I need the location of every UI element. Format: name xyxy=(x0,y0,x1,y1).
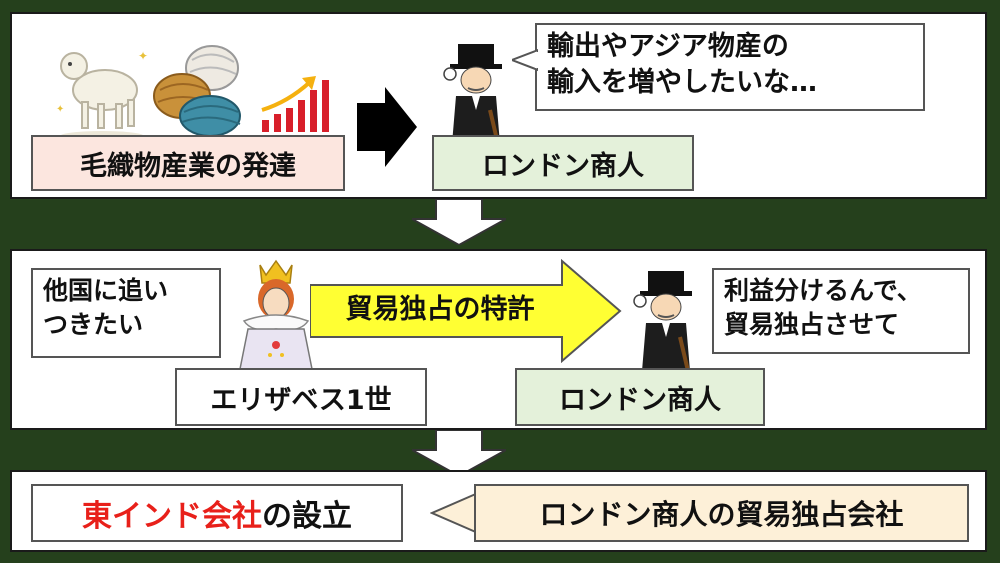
svg-text:✦: ✦ xyxy=(138,49,148,63)
queen-elizabeth-icon xyxy=(239,259,313,369)
cause-label: 毛織物産業の発達 xyxy=(31,135,345,191)
company-description: ロンドン商人の貿易独占会社 xyxy=(474,484,969,542)
queen-speech-line-1: 他国に追い xyxy=(43,276,169,305)
wool-yarn-icon xyxy=(153,45,241,137)
panel-monopoly-charter: 他国に追い つきたい エリザベス1世 貿易独占の特許 利益分けるんで、 貿易独占… xyxy=(10,249,987,430)
growth-chart-icon xyxy=(261,76,329,132)
merchant-speech-bubble-2: 利益分けるんで、 貿易独占させて xyxy=(712,268,970,354)
queen-label: エリザベス1世 xyxy=(175,368,427,426)
company-description-text: ロンドン商人の貿易独占会社 xyxy=(539,498,904,531)
merchant-label-text: ロンドン商人 xyxy=(482,150,644,182)
company-name: 東インド会社 xyxy=(82,499,262,534)
queen-speech-bubble: 他国に追い つきたい xyxy=(31,268,221,358)
merchant-label: ロンドン商人 xyxy=(432,135,694,191)
down-arrow-1-icon xyxy=(412,199,506,245)
right-arrow-icon xyxy=(357,87,417,167)
merchant-speech-line-1: 利益分けるんで、 xyxy=(724,276,922,305)
company-founding-label: 東インド会社の設立 xyxy=(31,484,403,542)
queen-label-text: エリザベス1世 xyxy=(210,384,392,416)
panel-wool-industry: ✦ ✦ 毛織物産業の発達 輸出やアジア物産の xyxy=(10,12,987,199)
queen-speech-line-2: つきたい xyxy=(43,309,144,339)
sheep-icon: ✦ ✦ xyxy=(56,49,148,141)
speech-tail xyxy=(512,48,538,72)
patent-arrow-label: 貿易独占の特許 xyxy=(345,294,535,325)
company-suffix: の設立 xyxy=(262,499,352,534)
merchant-speech-bubble: 輸出やアジア物産の 輸入を増やしたいな… xyxy=(535,23,925,111)
merchant-icon xyxy=(443,44,502,144)
description-pointer xyxy=(430,491,479,535)
speech-line-2: 輸入を増やしたいな… xyxy=(547,67,817,99)
patent-arrow-icon xyxy=(310,259,622,363)
merchant-label-2-text: ロンドン商人 xyxy=(559,384,721,416)
panel-east-india-company: 東インド会社の設立 ロンドン商人の貿易独占会社 xyxy=(10,470,987,552)
down-arrow-2-icon xyxy=(412,430,506,476)
merchant-icon xyxy=(633,271,692,371)
merchant-speech-line-2: 貿易独占させて xyxy=(724,309,900,339)
svg-text:✦: ✦ xyxy=(56,104,64,115)
speech-line-1: 輸出やアジア物産の xyxy=(547,31,789,62)
merchant-label-2: ロンドン商人 xyxy=(515,368,765,426)
cause-label-text: 毛織物産業の発達 xyxy=(80,150,296,182)
